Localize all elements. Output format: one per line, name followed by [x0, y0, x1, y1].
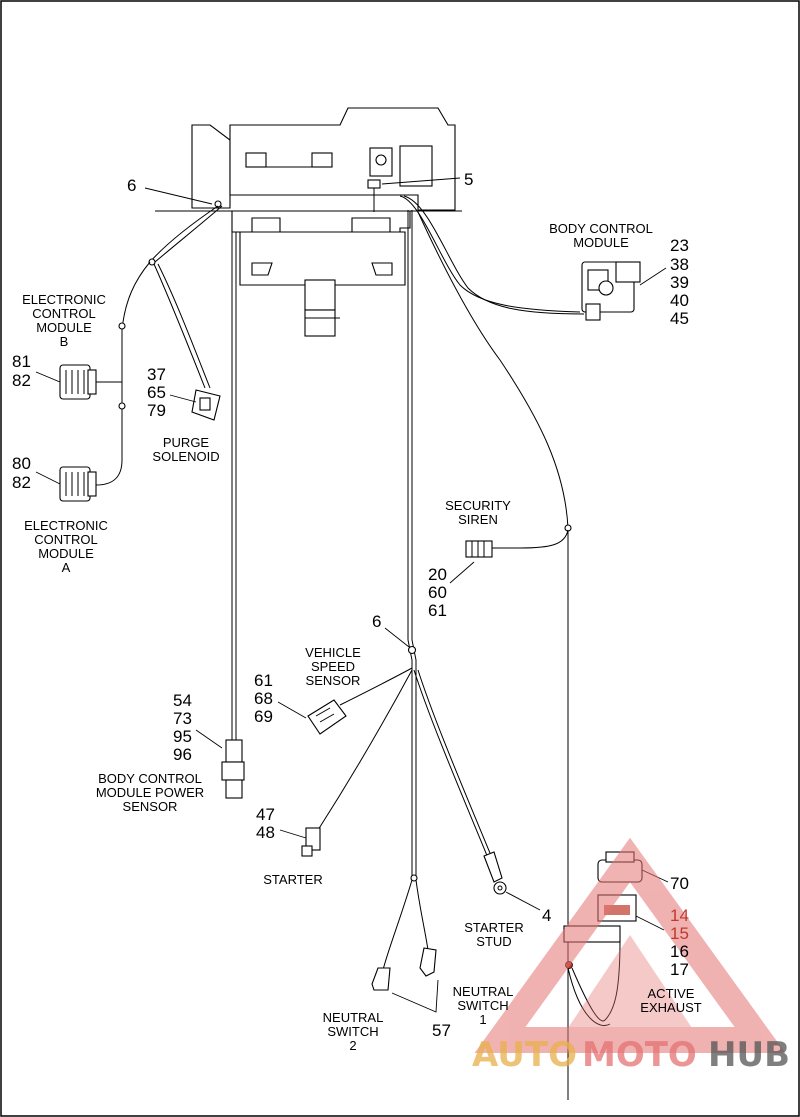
- label-vss-l1: VEHICLE: [305, 645, 361, 660]
- chassis-structure: [155, 107, 462, 337]
- label-siren-l1: SECURITY: [445, 498, 511, 513]
- label-neutral2-l1: NEUTRAL: [323, 1010, 384, 1025]
- callout-starter-1: 48: [256, 823, 275, 842]
- label-ecm-b-l2: CONTROL: [32, 306, 96, 321]
- vehicle-speed-sensor: [277, 699, 347, 735]
- labels: BODY CONTROL MODULE ELECTRONIC CONTROL M…: [22, 221, 702, 1053]
- callout-5: 5: [464, 170, 473, 189]
- label-neutral1-l2: SWITCH: [457, 998, 508, 1013]
- callout-siren-0: 20: [428, 565, 447, 584]
- callout-neutral: 57: [432, 1021, 451, 1040]
- callout-ecm-a-0: 80: [12, 454, 31, 473]
- callout-ecm-b-0: 81: [12, 352, 31, 371]
- wiring-harness: [95, 177, 621, 1100]
- label-exhaust-l2: EXHAUST: [640, 1000, 701, 1015]
- label-ecm-b-l1: ELECTRONIC: [22, 292, 106, 307]
- label-stud-l1: STARTER: [464, 920, 523, 935]
- label-bcm-power-l3: SENSOR: [123, 799, 178, 814]
- watermark-text: AUTO MOTO HUB: [472, 1035, 790, 1075]
- label-purge-l1: PURGE: [163, 435, 210, 450]
- callout-exhaust-0: 14: [670, 906, 689, 925]
- callout-vss-1: 68: [254, 689, 273, 708]
- label-neutral1-l1: NEUTRAL: [453, 984, 514, 999]
- callout-purge-0: 37: [147, 365, 166, 384]
- callout-starter-0: 47: [256, 805, 275, 824]
- callout-exhaust-3: 17: [670, 960, 689, 979]
- ecm-a-connector: [35, 466, 97, 502]
- label-stud-l2: STUD: [476, 934, 511, 949]
- watermark-auto: AUTO: [472, 1035, 577, 1075]
- callout-ecm-b-1: 82: [12, 371, 31, 390]
- callout-exhaust-2: 16: [670, 942, 689, 961]
- neutral-switch-connectors: [371, 947, 439, 1013]
- label-bcm-power-l2: MODULE POWER: [96, 785, 204, 800]
- watermark-moto: MOTO: [582, 1035, 697, 1075]
- watermark-hub: HUB: [708, 1035, 790, 1075]
- label-siren-l2: SIREN: [458, 512, 498, 527]
- label-bcm-power-l1: BODY CONTROL: [98, 771, 202, 786]
- callout-6-top: 6: [127, 176, 136, 195]
- label-ecm-b-l4: B: [60, 334, 69, 349]
- label-bcm-l2: MODULE: [573, 235, 629, 250]
- label-ecm-a-l1: ELECTRONIC: [24, 518, 108, 533]
- label-bcm-l1: BODY CONTROL: [549, 221, 653, 236]
- starter-connector: [279, 827, 321, 857]
- callout-bcm-power-0: 54: [173, 691, 192, 710]
- label-purge-l2: SOLENOID: [152, 449, 219, 464]
- label-ecm-b-l3: MODULE: [36, 320, 92, 335]
- callout-bcm-4: 45: [670, 309, 689, 328]
- label-neutral2-l3: 2: [349, 1038, 356, 1053]
- callout-purge-2: 79: [147, 401, 166, 420]
- callout-vss-0: 61: [254, 671, 273, 690]
- label-ecm-a-l3: MODULE: [38, 546, 94, 561]
- label-ecm-a-l2: CONTROL: [34, 532, 98, 547]
- callout-bcm-power-1: 73: [173, 709, 192, 728]
- label-vss-l2: SPEED: [311, 659, 355, 674]
- security-siren: [449, 540, 493, 584]
- starter-stud-terminal: [483, 851, 541, 911]
- bcm-power-sensor: [195, 729, 245, 799]
- callout-vss-2: 69: [254, 707, 273, 726]
- callout-bcm-1: 38: [670, 255, 689, 274]
- label-vss-l3: SENSOR: [306, 673, 361, 688]
- callout-bcm-0: 23: [670, 236, 689, 255]
- ecm-b-connector: [35, 364, 97, 400]
- label-ecm-a-l4: A: [62, 560, 71, 575]
- callout-siren-2: 61: [428, 601, 447, 620]
- callout-bcm-power-2: 95: [173, 727, 192, 746]
- callout-ecm-a-1: 82: [12, 473, 31, 492]
- callout-exhaust-1: 15: [670, 924, 689, 943]
- callout-6-mid: 6: [372, 612, 381, 631]
- body-control-module: [581, 261, 667, 321]
- label-starter: STARTER: [263, 872, 322, 887]
- callouts: 6 5 23 38 39 40 45 81 82 37 65 79 80 82 …: [12, 170, 689, 1040]
- callout-purge-1: 65: [147, 383, 166, 402]
- callout-siren-1: 60: [428, 583, 447, 602]
- label-exhaust-l1: ACTIVE: [648, 986, 695, 1001]
- label-neutral1-l3: 1: [479, 1012, 486, 1027]
- callout-bcm-3: 40: [670, 291, 689, 310]
- label-neutral2-l2: SWITCH: [327, 1024, 378, 1039]
- callout-bcm-2: 39: [670, 273, 689, 292]
- callout-exhaust-top: 70: [670, 874, 689, 893]
- watermark-logo: [474, 837, 786, 1053]
- callout-bcm-power-3: 96: [173, 745, 192, 764]
- purge-solenoid: [169, 389, 221, 421]
- callout-starter-stud: 4: [542, 906, 551, 925]
